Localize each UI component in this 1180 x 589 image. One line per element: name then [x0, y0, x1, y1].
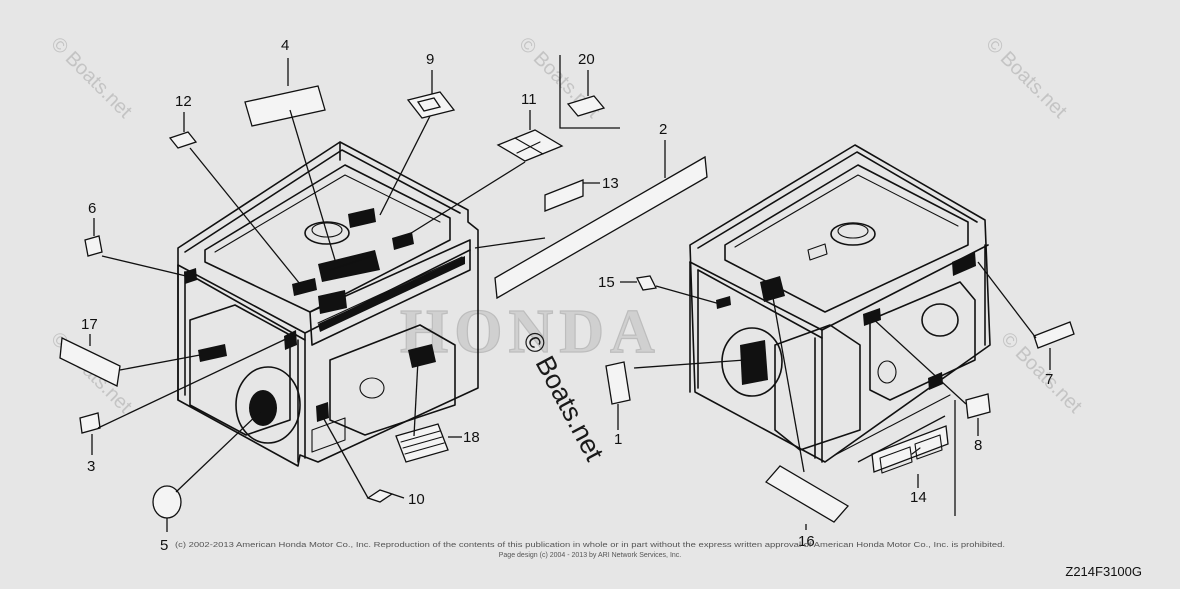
- footer: (c) 2002-2013 American Honda Motor Co., …: [175, 542, 1142, 579]
- callout-7: 7: [1045, 371, 1053, 388]
- generator-right: [689, 144, 991, 463]
- copyright-line-2: Page design (c) 2004 - 2013 by ARI Netwo…: [499, 552, 682, 559]
- callout-4: 4: [281, 37, 289, 54]
- callout-2: 2: [659, 121, 667, 138]
- callout-20: 20: [578, 51, 595, 68]
- callout-16: 16: [798, 533, 815, 550]
- callouts: 4 9 20 12 11 2 13 6 15 17 7 18 1 8 3 14 …: [81, 37, 1053, 554]
- callout-10: 10: [408, 491, 425, 508]
- callout-3: 3: [87, 458, 95, 475]
- decal-8: [965, 393, 991, 419]
- callout-5: 5: [160, 537, 168, 554]
- decal-20: [566, 95, 606, 117]
- leader-lines: [89, 55, 1051, 532]
- decal-17: [59, 337, 121, 387]
- callout-13: 13: [602, 175, 619, 192]
- callout-8: 8: [974, 437, 982, 454]
- decal-4: [244, 85, 326, 127]
- decal-7: [1033, 321, 1075, 349]
- callout-14: 14: [910, 489, 927, 506]
- callout-11: 11: [521, 91, 537, 108]
- callout-1: 1: [614, 431, 622, 448]
- callout-6: 6: [88, 200, 96, 217]
- generator-left: [177, 141, 479, 467]
- decal-3: [79, 412, 101, 434]
- site-watermark: © Boats.net: [46, 33, 136, 123]
- decal-12: [168, 131, 198, 149]
- decal-11: [496, 129, 564, 162]
- decal-6: [84, 235, 103, 257]
- callout-12: 12: [175, 93, 192, 110]
- copyright-line-1: (c) 2002-2013 American Honda Motor Co., …: [175, 542, 1005, 549]
- part-code: Z214F3100G: [1065, 564, 1142, 579]
- decal-16: [764, 465, 850, 523]
- brand-watermark: HONDA: [400, 298, 661, 366]
- decal-1: [605, 361, 631, 405]
- callout-18: 18: [463, 429, 480, 446]
- callout-17: 17: [81, 316, 98, 333]
- decal-10: [366, 489, 394, 503]
- decal-9-window: [416, 97, 442, 112]
- decal-13: [544, 179, 584, 212]
- callout-9: 9: [426, 51, 434, 68]
- loose-decals: [59, 85, 1075, 523]
- site-watermark: © Boats.net: [981, 33, 1071, 123]
- decal-2: [494, 155, 708, 300]
- decal-15: [636, 275, 657, 291]
- callout-15: 15: [598, 274, 615, 291]
